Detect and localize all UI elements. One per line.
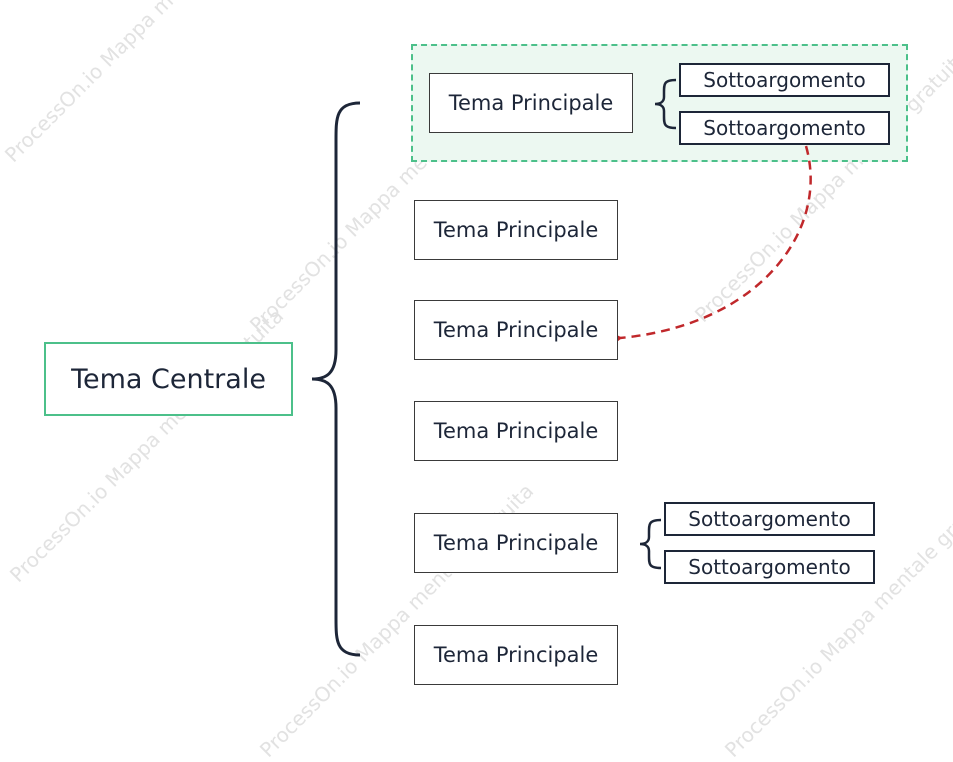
main-topic-6[interactable]: Tema Principale [414, 625, 618, 685]
main-topic-label: Tema Principale [433, 419, 599, 443]
central-topic[interactable]: Tema Centrale [44, 342, 293, 416]
subtopic-1-1[interactable]: Sottoargomento [679, 63, 890, 97]
central-topic-label: Tema Centrale [71, 363, 266, 395]
sub-brace-5 [639, 518, 662, 570]
main-topic-1[interactable]: Tema Principale [429, 73, 633, 133]
subtopic-label: Sottoargomento [688, 507, 851, 531]
relation-arrow [620, 145, 812, 338]
sub-brace-1 [654, 78, 677, 130]
main-topic-4[interactable]: Tema Principale [414, 401, 618, 461]
subtopic-label: Sottoargomento [703, 68, 866, 92]
main-topic-3[interactable]: Tema Principale [414, 300, 618, 360]
main-topic-5[interactable]: Tema Principale [414, 513, 618, 573]
subtopic-label: Sottoargomento [703, 116, 866, 140]
main-topic-label: Tema Principale [433, 531, 599, 555]
main-topic-label: Tema Principale [433, 318, 599, 342]
subtopic-5-2[interactable]: Sottoargomento [664, 550, 875, 584]
subtopic-1-2[interactable]: Sottoargomento [679, 111, 890, 145]
subtopic-label: Sottoargomento [688, 555, 851, 579]
subtopic-5-1[interactable]: Sottoargomento [664, 502, 875, 536]
main-brace [311, 101, 361, 657]
main-topic-label: Tema Principale [448, 91, 614, 115]
connectors [311, 78, 812, 657]
main-topic-label: Tema Principale [433, 218, 599, 242]
main-topic-2[interactable]: Tema Principale [414, 200, 618, 260]
main-topic-label: Tema Principale [433, 643, 599, 667]
